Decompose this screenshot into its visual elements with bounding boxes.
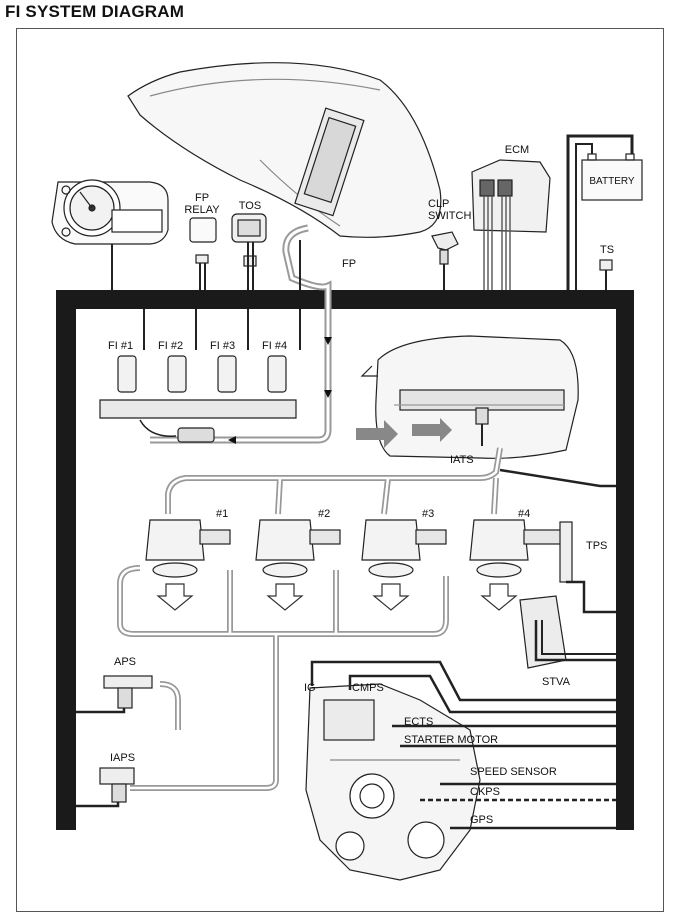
cylinder-1-label: #1 <box>216 508 229 520</box>
fuel-flow-arrows <box>228 337 332 444</box>
injector-wires <box>143 309 301 350</box>
throttle-bodies <box>145 519 565 578</box>
iaps-sensor-icon <box>76 767 135 808</box>
fp-label: FP <box>342 258 357 270</box>
iats-label: IATS <box>450 454 474 466</box>
ects-label: ECTS <box>404 716 434 728</box>
engine-icon <box>305 683 481 881</box>
engine-sensor-wires <box>310 660 616 830</box>
fuel-injectors <box>99 355 297 443</box>
aps-label: APS <box>114 656 137 668</box>
ckps-label: CKPS <box>470 786 500 798</box>
cylinder-2-label: #2 <box>318 508 331 520</box>
fi4-label: FI #4 <box>262 340 288 352</box>
fp-relay-icon <box>189 217 217 290</box>
ts-label: TS <box>600 244 615 256</box>
cylinder-3-label: #3 <box>422 508 435 520</box>
fi2-label: FI #2 <box>158 340 184 352</box>
clp-switch-label: CLP SWITCH <box>428 198 472 222</box>
iats-sensor-icon <box>475 407 489 446</box>
air-cleaner-box-icon <box>360 335 579 459</box>
tos-sensor-icon <box>231 213 267 290</box>
iaps-label: IAPS <box>110 752 136 764</box>
starter-motor-label: STARTER MOTOR <box>404 734 499 746</box>
page-title: FI SYSTEM DIAGRAM <box>5 2 185 21</box>
battery-icon <box>566 134 643 290</box>
diagram-frame <box>16 28 664 912</box>
wiring-harness <box>56 290 634 830</box>
fuel-tank-icon <box>127 62 442 238</box>
tps-label: TPS <box>586 540 608 552</box>
cylinder-4-label: #4 <box>518 508 531 520</box>
tos-label: TOS <box>238 200 262 212</box>
speed-sensor-label: SPEED SENSOR <box>470 766 557 778</box>
ecm-icon <box>471 159 551 290</box>
fp-relay-label: FP RELAY <box>184 192 220 216</box>
ts-sensor-icon <box>599 259 613 290</box>
ecm-label: ECM <box>504 144 530 156</box>
iats-wire <box>499 468 616 488</box>
instrument-cluster-icon <box>51 179 169 290</box>
cmps-label: CMPS <box>352 682 384 694</box>
fuel-line <box>150 224 332 444</box>
stva-label: STVA <box>542 676 570 688</box>
intake-air-arrows <box>356 418 452 448</box>
gps-label: GPS <box>470 814 494 826</box>
battery-label: BATTERY <box>589 176 635 187</box>
fi3-label: FI #3 <box>210 340 236 352</box>
aps-sensor-icon <box>76 675 153 714</box>
clp-switch-icon <box>431 231 459 290</box>
tps-sensor-icon <box>559 521 616 614</box>
fi1-label: FI #1 <box>108 340 134 352</box>
stva-actuator-icon <box>519 595 616 669</box>
airflow-down-arrows <box>156 583 518 611</box>
ig-label: IG <box>304 682 316 694</box>
